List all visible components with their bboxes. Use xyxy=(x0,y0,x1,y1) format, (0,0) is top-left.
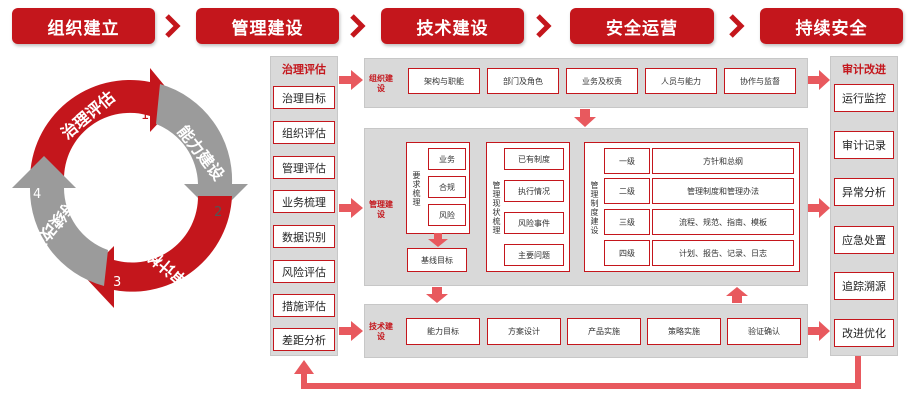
tech-item: 方案设计 xyxy=(487,318,561,345)
tech-item: 能力目标 xyxy=(406,318,480,345)
audit-item: 审计记录 xyxy=(834,131,894,159)
tech-item: 策略实施 xyxy=(647,318,721,345)
governance-item: 数据识别 xyxy=(273,225,335,248)
status-item: 已有制度 xyxy=(504,148,564,170)
org-item: 业务及权责 xyxy=(566,68,638,94)
governance-item: 差距分析 xyxy=(273,328,335,351)
arrow-down-icon xyxy=(574,109,596,127)
requirement-item: 业务 xyxy=(428,148,466,170)
cycle-num-3: 3 xyxy=(113,275,122,290)
phase-mgmt: 管理建设 xyxy=(196,8,339,44)
system-level-desc: 计划、报告、记录、日志 xyxy=(652,240,794,266)
system-level: 三级 xyxy=(604,209,650,235)
governance-item: 治理目标 xyxy=(273,86,335,109)
chevron-right-icon xyxy=(536,14,552,38)
audit-item: 追踪溯源 xyxy=(834,272,894,300)
arrow-right-icon xyxy=(339,198,363,218)
cycle-arc-1 xyxy=(29,68,178,180)
baseline-target: 基线目标 xyxy=(407,248,467,272)
arrow-right-icon xyxy=(808,198,830,218)
audit-item: 运行监控 xyxy=(834,84,894,112)
cycle-arc-3 xyxy=(84,196,232,308)
cycle-arc-2 xyxy=(156,84,248,216)
status-item: 风险事件 xyxy=(504,212,564,234)
system-level: 二级 xyxy=(604,178,650,204)
phase-tech: 技术建设 xyxy=(381,8,524,44)
audit-item: 异常分析 xyxy=(834,178,894,206)
phase-continuous: 持续安全 xyxy=(760,8,903,44)
cycle-num-2: 2 xyxy=(214,205,223,220)
org-item: 人员与能力 xyxy=(645,68,717,94)
chevron-right-icon xyxy=(165,14,181,38)
org-item: 部门及角色 xyxy=(487,68,559,94)
arrow-up-icon xyxy=(726,287,748,303)
status-item: 执行情况 xyxy=(504,180,564,202)
requirement-item: 风险 xyxy=(428,204,466,226)
status-title: 管理现状梳理 xyxy=(492,181,501,235)
audit-item: 应急处置 xyxy=(834,226,894,254)
arrow-down-icon xyxy=(428,233,448,247)
system-level: 一级 xyxy=(604,148,650,174)
phase-ops: 安全运营 xyxy=(570,8,714,44)
governance-item: 业务梳理 xyxy=(273,190,335,213)
arrow-right-icon xyxy=(808,321,830,341)
tech-row-label: 技术建设 xyxy=(369,322,393,341)
feedback-loop-arrow xyxy=(294,356,861,389)
cycle-arc-4 xyxy=(12,156,108,286)
chevron-right-icon xyxy=(350,14,366,38)
arrow-right-icon xyxy=(339,70,363,90)
mgmt-row-label: 管理建设 xyxy=(369,200,393,219)
governance-item: 风险评估 xyxy=(273,260,335,283)
tech-item: 产品实施 xyxy=(567,318,641,345)
org-item: 协作与监督 xyxy=(724,68,796,94)
arrow-right-icon xyxy=(339,321,363,341)
org-row-label: 组织建设 xyxy=(369,74,393,93)
audit-title: 审计改进 xyxy=(842,63,886,76)
cycle-num-4: 4 xyxy=(33,187,42,202)
system-level: 四级 xyxy=(604,240,650,266)
system-level-desc: 流程、规范、指南、模板 xyxy=(652,209,794,235)
governance-title: 治理评估 xyxy=(282,63,326,76)
requirement-title: 要求梳理 xyxy=(412,171,421,207)
chevron-right-icon xyxy=(729,14,745,38)
tech-item: 验证确认 xyxy=(727,318,801,345)
arrow-down-icon xyxy=(426,287,448,303)
phase-org: 组织建立 xyxy=(12,8,155,44)
system-title: 管理制度建设 xyxy=(590,181,599,235)
cycle-diagram xyxy=(12,68,248,308)
audit-item: 改进优化 xyxy=(834,319,894,347)
requirement-item: 合规 xyxy=(428,176,466,198)
org-item: 架构与职能 xyxy=(408,68,480,94)
system-level-desc: 方针和总纲 xyxy=(652,148,794,174)
status-item: 主要问题 xyxy=(504,244,564,266)
cycle-num-1: 1 xyxy=(141,108,150,123)
system-level-desc: 管理制度和管理办法 xyxy=(652,178,794,204)
arrow-right-icon xyxy=(808,70,830,90)
governance-item: 组织评估 xyxy=(273,121,335,144)
governance-item: 管理评估 xyxy=(273,156,335,179)
governance-item: 措施评估 xyxy=(273,294,335,317)
